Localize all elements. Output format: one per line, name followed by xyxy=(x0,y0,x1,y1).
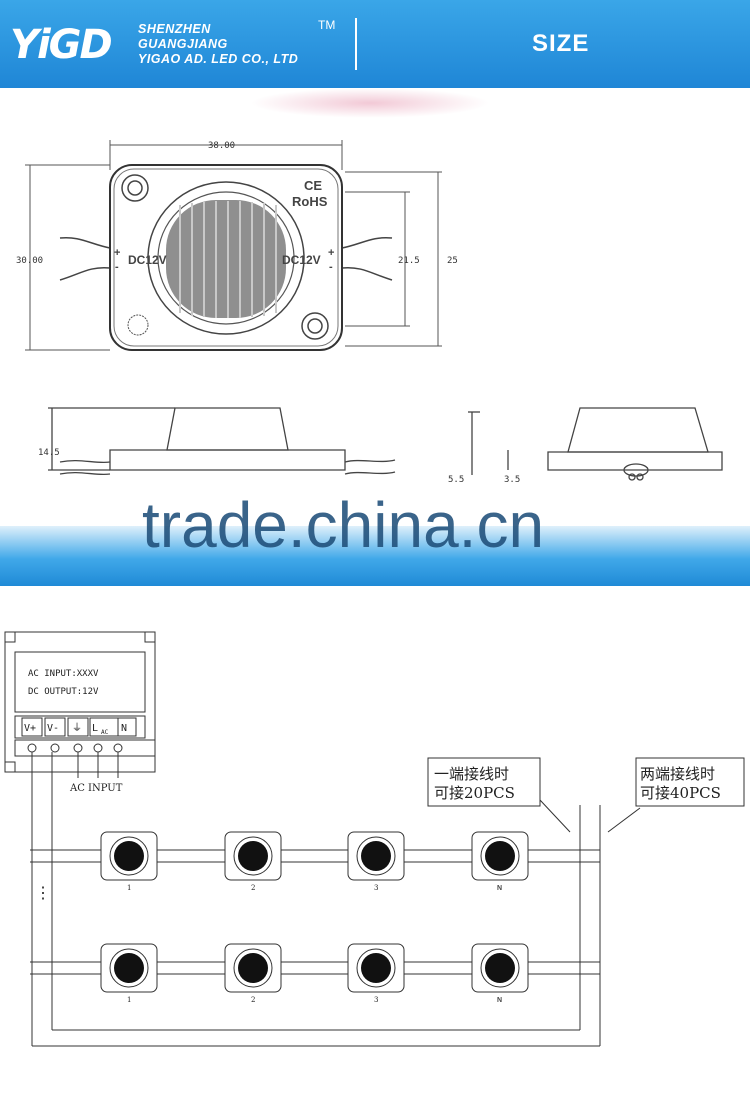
row1-label-n: N xyxy=(497,885,502,892)
terminal-vplus: V+ xyxy=(24,723,36,734)
minus-left: - xyxy=(115,261,119,273)
module-row-2 xyxy=(100,943,529,993)
row2-label-2: 2 xyxy=(251,996,255,1004)
callout-one-end-line1: 一端接线时 xyxy=(434,765,509,783)
decorative-band xyxy=(0,526,750,586)
plus-right: + xyxy=(328,247,334,259)
callout-one-end xyxy=(427,757,541,807)
side-b-value: 3.5 xyxy=(504,475,520,485)
row2-label-n: N xyxy=(497,997,502,1004)
side-a-value: 5.5 xyxy=(448,475,464,485)
terminal-vminus: V- xyxy=(47,723,59,734)
callout-two-end xyxy=(635,757,745,807)
module-top-view xyxy=(59,164,393,351)
row1-label-1: 1 xyxy=(127,884,131,892)
ce-mark: CE xyxy=(304,178,322,193)
watermark-text: trade.china.cn xyxy=(142,489,545,561)
led-module xyxy=(100,831,158,881)
led-module xyxy=(224,943,282,993)
minus-right: - xyxy=(329,261,333,273)
company-line-3: YIGAO AD. LED CO., LTD xyxy=(138,52,299,66)
company-line-2: GUANGJIANG xyxy=(138,37,228,51)
trademark-mark: TM xyxy=(318,18,336,32)
dc-left-label: DC12V xyxy=(128,253,167,267)
power-supply xyxy=(4,631,156,773)
section-title: SIZE xyxy=(532,30,590,57)
company-name: SHENZHEN GUANGJIANG YIGAO AD. LED CO., L… xyxy=(138,22,298,67)
terminal-ac: AC xyxy=(101,729,109,736)
ac-input-label: AC INPUT xyxy=(69,783,123,794)
inner-height-value: 21.5 xyxy=(398,256,420,266)
led-module xyxy=(100,943,158,993)
header-divider xyxy=(355,18,357,70)
header-banner: YiGD SHENZHEN GUANGJIANG YIGAO AD. LED C… xyxy=(0,0,750,88)
led-module xyxy=(347,943,405,993)
psu-dc-output: DC OUTPUT:12V xyxy=(28,687,99,697)
header-glow xyxy=(250,88,490,118)
width-value: 38.00 xyxy=(208,141,235,151)
power-wires xyxy=(30,752,641,1047)
module-side-view xyxy=(48,407,396,476)
terminal-ground: ⏚ xyxy=(72,722,82,734)
plus-left: + xyxy=(114,247,120,259)
row1-label-2: 2 xyxy=(251,884,255,892)
rohs-mark: RoHS xyxy=(292,194,328,209)
psu-ac-input: AC INPUT:XXXV xyxy=(28,669,99,679)
company-logo: YiGD xyxy=(10,22,113,68)
led-module xyxy=(347,831,405,881)
depth-value: 14.5 xyxy=(38,448,60,458)
terminal-l: L xyxy=(92,723,98,734)
row1-label-3: 3 xyxy=(374,884,378,892)
callout-one-end-line2: 可接20PCS xyxy=(434,784,515,802)
height-value: 30.00 xyxy=(16,256,43,266)
row2-label-3: 3 xyxy=(374,996,378,1004)
module-row-1 xyxy=(100,831,529,881)
company-line-1: SHENZHEN xyxy=(138,22,211,36)
callout-two-end-line1: 两端接线时 xyxy=(640,765,715,783)
led-module xyxy=(224,831,282,881)
row2-label-1: 1 xyxy=(127,996,131,1004)
outer-height-value: 25 xyxy=(447,256,458,266)
dimension-drawing: CE RoHS DC12V DC12V + - + - 38.00 30.00 … xyxy=(16,140,723,485)
module-end-view xyxy=(468,407,723,481)
callout-two-end-line2: 可接40PCS xyxy=(640,784,721,802)
dc-right-label: DC12V xyxy=(282,253,321,267)
ellipsis-mark: ⋮ xyxy=(35,883,51,902)
terminal-n: N xyxy=(121,723,127,734)
led-module xyxy=(471,943,529,993)
led-module xyxy=(471,831,529,881)
